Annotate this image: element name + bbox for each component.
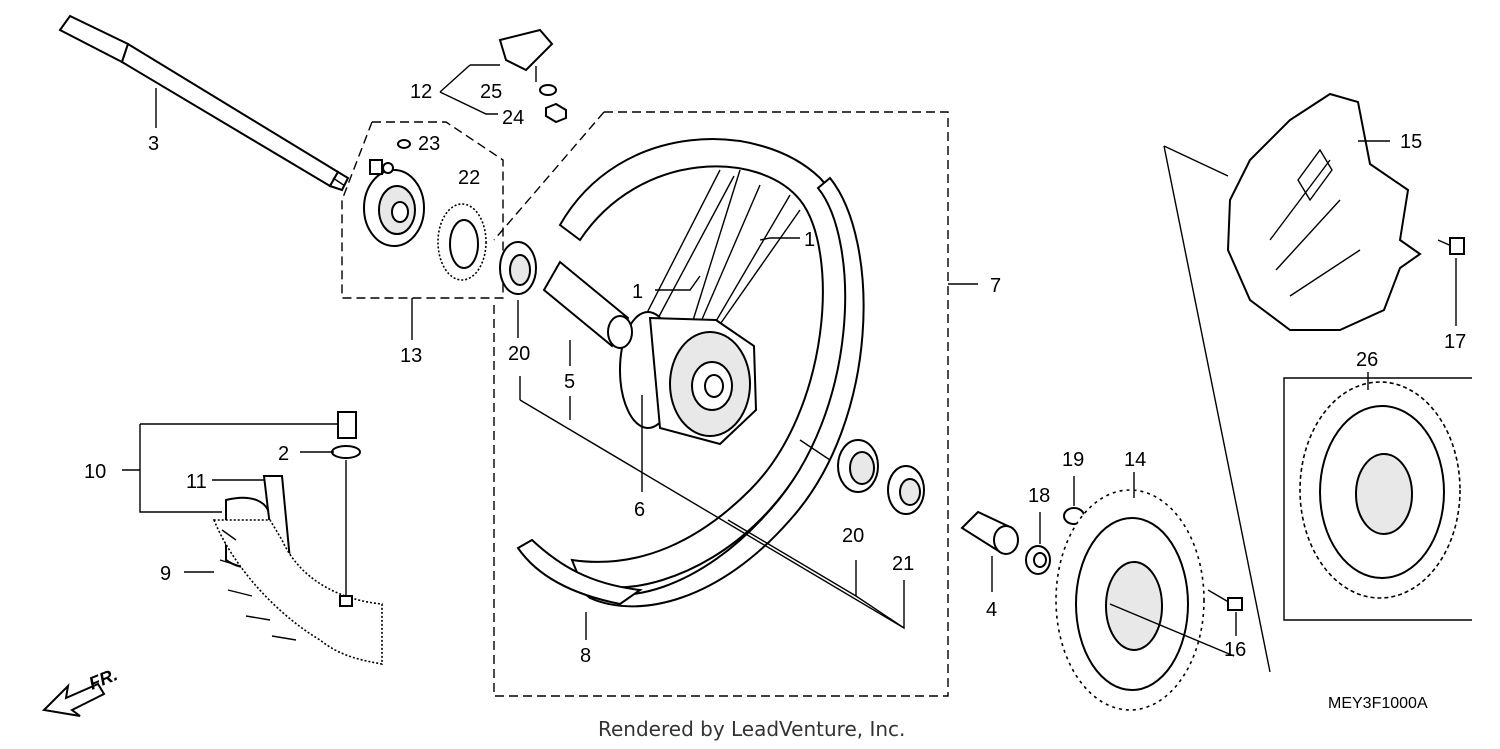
callout-26: 26 [1356,349,1378,371]
disc-cover[interactable] [1226,92,1422,331]
alt-brake-disc[interactable] [1299,381,1461,599]
small-ring[interactable] [397,139,411,149]
valve-cap[interactable] [331,411,361,459]
callout-22: 22 [458,167,480,189]
callout-1-left: 1 [632,281,643,303]
washer[interactable] [539,84,557,96]
callout-21: 21 [892,553,914,575]
fr-label: FR. [86,664,120,693]
callout-6: 6 [634,499,645,521]
spokes[interactable] [627,169,801,353]
side-collar[interactable] [960,510,1019,555]
brake-disc[interactable] [1055,489,1205,711]
nut-18[interactable] [1025,545,1051,575]
callout-23: 23 [418,133,440,155]
callout-19: 19 [1062,449,1084,471]
callout-4: 4 [986,599,997,621]
callout-2: 2 [278,443,289,465]
callout-17: 17 [1444,331,1466,353]
callout-10: 10 [84,461,106,483]
valve-stem[interactable] [339,595,353,607]
axle[interactable] [58,14,350,192]
dust-seal-right[interactable] [887,465,925,515]
callout-20-right: 20 [842,525,864,547]
disc-bolt[interactable] [1207,589,1243,611]
callout-1-right: 1 [804,229,815,251]
speedometer-gearbox[interactable] [363,159,425,247]
callout-15: 15 [1400,131,1422,153]
callout-14: 14 [1124,449,1146,471]
callout-13: 13 [400,345,422,367]
nut[interactable] [545,102,567,124]
callout-16: 16 [1224,639,1246,661]
wheel-hub[interactable] [619,311,758,446]
callout-24: 24 [502,107,524,129]
bearing-right[interactable] [837,439,879,493]
cover-bolt[interactable] [1437,237,1465,255]
front-direction-arrow: FR. [41,664,120,717]
callout-20-left: 20 [508,343,530,365]
tire[interactable] [212,519,383,665]
distance-collar[interactable] [542,260,633,349]
callout-7: 7 [990,275,1001,297]
bearing-left[interactable] [499,241,537,295]
callout-11: 11 [186,471,207,493]
callout-9: 9 [160,563,171,585]
rim-strip[interactable] [516,538,643,606]
credit-line: Rendered by LeadVenture, Inc. [598,717,905,741]
callout-3: 3 [148,133,159,155]
dust-seal[interactable] [437,203,487,281]
cable-fitting[interactable] [498,28,554,82]
callout-25: 25 [480,81,502,103]
callout-8: 8 [580,645,591,667]
callout-18: 18 [1028,485,1050,507]
diagram-code: MEY3F1000A [1328,695,1428,712]
callout-5: 5 [564,371,575,393]
callout-12: 12 [410,81,432,103]
